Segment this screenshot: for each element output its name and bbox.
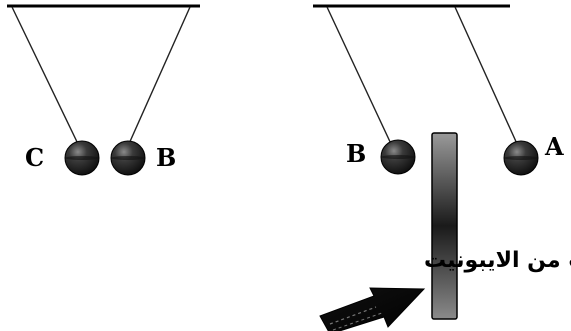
ebonite-rod <box>431 132 458 320</box>
left-pendulum-group: C B <box>7 4 200 176</box>
ball-b-right <box>380 139 416 175</box>
ball-label-c: C <box>25 143 44 172</box>
ball-a <box>503 140 539 176</box>
right-string-b <box>326 6 393 147</box>
left-string-c <box>11 6 80 147</box>
ball-c <box>64 140 100 176</box>
rod-body <box>431 132 458 320</box>
right-string-a <box>454 6 519 147</box>
right-pendulum-group: B A <box>313 4 564 176</box>
ball-label-b-left: B <box>156 143 176 172</box>
arrow-icon <box>319 287 426 331</box>
ball-label-a: A <box>544 132 564 161</box>
ball-label-b-right: B <box>346 139 366 168</box>
rod-label: قضيب من الايبونيت <box>424 248 571 273</box>
left-string-b <box>127 6 191 147</box>
ball-b-left <box>110 140 146 176</box>
